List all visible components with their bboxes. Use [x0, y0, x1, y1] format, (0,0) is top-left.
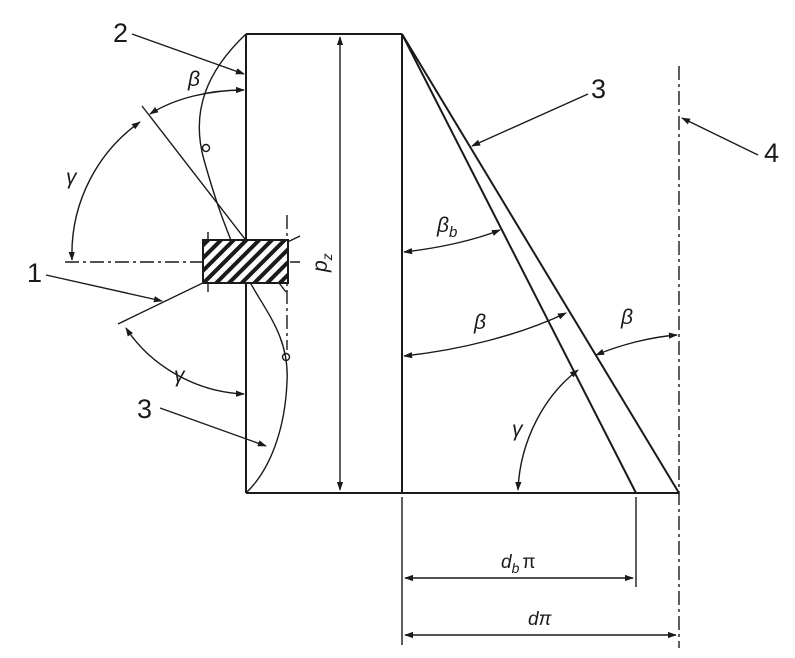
callout-4: 4: [764, 138, 779, 168]
beta-arc-left: [149, 86, 245, 115]
callout-1-leader: [45, 274, 163, 303]
tooth-section-hatched: [202, 239, 289, 284]
callout-2: 2: [113, 18, 128, 48]
tooth-section-group: [65, 105, 301, 350]
callout-1: 1: [27, 258, 42, 288]
right-angles-group: βb β β γ: [403, 214, 678, 491]
gamma-arc-right: [515, 369, 579, 491]
callout-2-leader: [131, 33, 245, 75]
beta-label-middle: β: [473, 311, 486, 334]
callout-3-right: 3: [591, 74, 606, 104]
d-pi-label: dπ: [528, 609, 553, 630]
beta-label-left: β: [187, 68, 200, 91]
gamma-label-lower: γ: [174, 364, 186, 387]
development-triangle-group: [401, 33, 680, 648]
callouts-group: 2 1 3 3 4: [27, 18, 779, 447]
gamma-label-upper: γ: [66, 166, 78, 189]
gamma-arc-lower: [125, 327, 245, 397]
left-angles-group: β γ γ: [66, 68, 245, 397]
callout-4-leader: [681, 117, 759, 156]
helix-point-lower: [281, 352, 291, 362]
beta-arc-right: [595, 332, 678, 356]
beta-b-label: βb: [436, 214, 457, 241]
helix-at-pitch-diameter: [401, 33, 680, 494]
callout-3-left: 3: [137, 394, 152, 424]
gamma-arc-upper: [68, 121, 141, 261]
callout-3-left-leader: [159, 407, 267, 447]
callout-3-right-leader: [471, 93, 589, 147]
helix-point-upper: [201, 143, 211, 153]
beta-label-right: β: [620, 306, 633, 329]
axial-pitch-label: pz: [309, 253, 335, 273]
beta-b-arc: [403, 229, 501, 255]
gamma-label-right: γ: [512, 418, 524, 441]
beta-arc-middle: [403, 312, 567, 359]
helix-at-base-diameter: [401, 33, 637, 494]
